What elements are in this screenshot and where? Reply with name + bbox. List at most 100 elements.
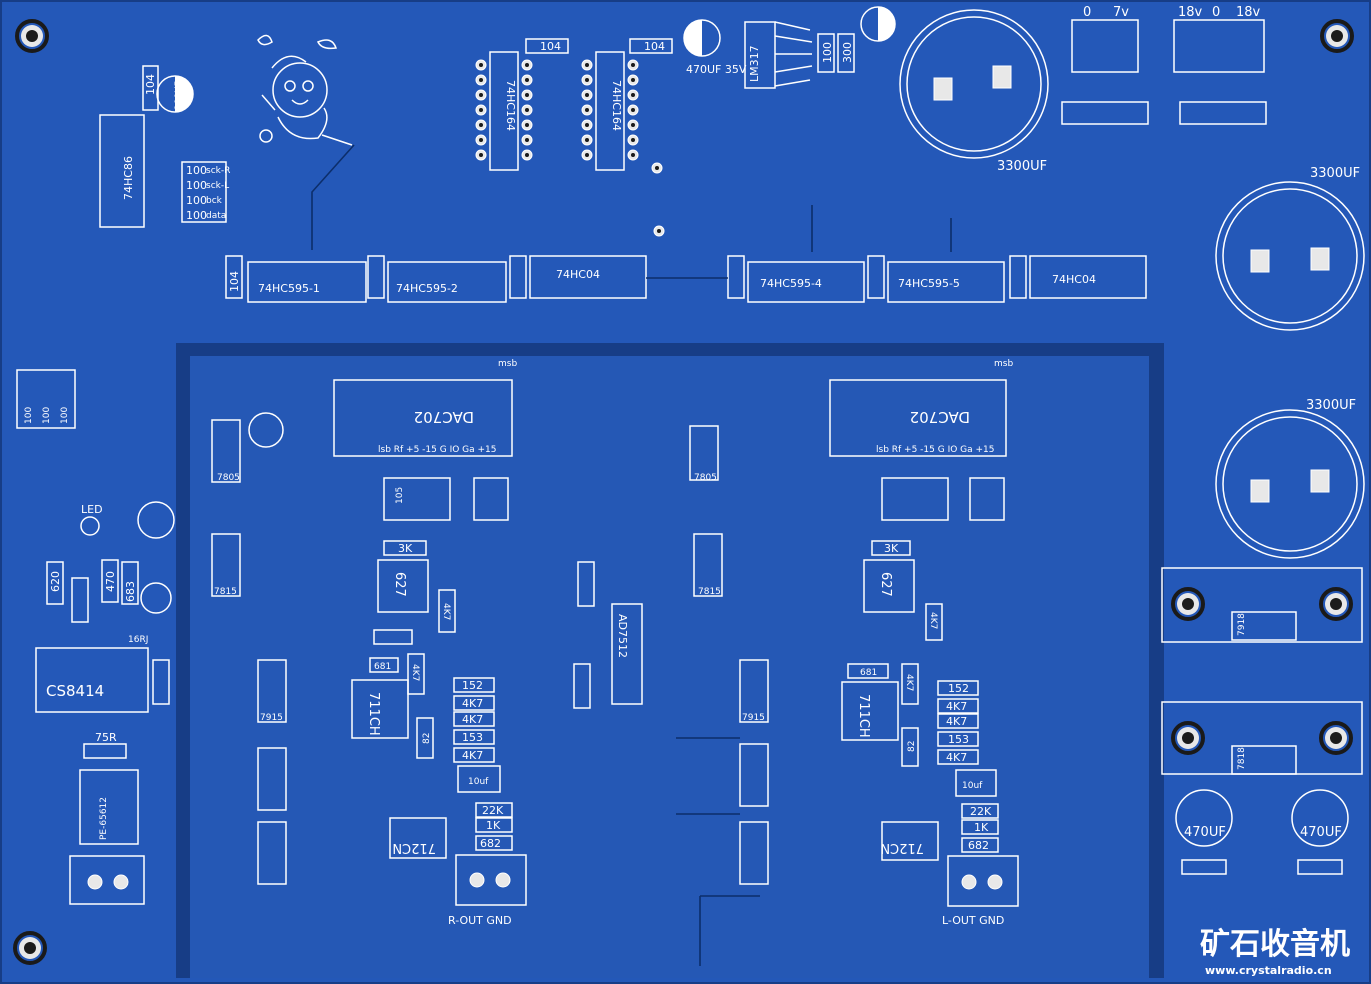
ic-74hc595-5: 74HC595-5 bbox=[898, 277, 960, 290]
res-4k7-l-d: 4K7 bbox=[946, 715, 967, 728]
ic-cs8414: CS8414 bbox=[46, 682, 104, 700]
opamp-711ch-r: 711CH bbox=[366, 692, 381, 736]
res-153-r: 153 bbox=[462, 731, 483, 744]
net-sck-r: sck-R bbox=[206, 166, 230, 176]
dac-r-pins: lsb Rf +5 -15 G IO Ga +15 bbox=[378, 445, 497, 455]
res-100-l1: 100 bbox=[24, 407, 34, 424]
led-label: LED bbox=[81, 503, 103, 516]
dac-l-msb: msb bbox=[994, 359, 1013, 369]
res-4k7-l-e: 4K7 bbox=[946, 751, 967, 764]
reg-l-7815: 7815 bbox=[698, 587, 721, 597]
cap-470uf-35v: 470UF 35V bbox=[686, 63, 747, 76]
cap-104-row1: 104 bbox=[228, 271, 241, 292]
ic-ad7512: AD7512 bbox=[616, 614, 629, 658]
res-16rj: 16RJ bbox=[128, 635, 148, 645]
res-75r: 75R bbox=[95, 731, 117, 744]
conn-b-18v-b: 18v bbox=[1236, 5, 1261, 20]
res-4k7-r-b: 4K7 bbox=[410, 664, 420, 681]
cap-104-b: 104 bbox=[540, 40, 561, 53]
res-1k-l: 1K bbox=[974, 821, 989, 834]
dac-r-msb: msb bbox=[498, 359, 517, 369]
res-4k7-l-b: 4K7 bbox=[904, 674, 914, 691]
reg-r-7915: 7915 bbox=[260, 713, 283, 723]
res-100-lm: 100 bbox=[821, 42, 834, 63]
cap-470uf-l: 470UF bbox=[1184, 825, 1226, 840]
res-4k7-r-c: 4K7 bbox=[462, 697, 483, 710]
res-82-l: 82 bbox=[907, 741, 917, 752]
opamp-712cn-l: 712CN bbox=[880, 840, 924, 855]
r-out-gnd: R-OUT GND bbox=[448, 914, 512, 927]
cap-470uf-r: 470UF bbox=[1300, 825, 1342, 840]
res-100-4: 100 bbox=[186, 209, 207, 222]
cap-3300uf-c: 3300UF bbox=[1306, 398, 1356, 413]
res-681-l: 681 bbox=[860, 668, 877, 678]
cap-105-r1: 105 bbox=[395, 487, 405, 504]
res-3k-r: 3K bbox=[398, 542, 413, 555]
dac-l-pins: lsb Rf +5 -15 G IO Ga +15 bbox=[876, 445, 995, 455]
cap-100uf-a: 100UF bbox=[174, 81, 184, 110]
res-4k7-r-e: 4K7 bbox=[462, 749, 483, 762]
xfmr-pe65612: PE-65612 bbox=[99, 797, 109, 840]
res-1k-r: 1K bbox=[486, 819, 501, 832]
opamp-627-l: 627 bbox=[878, 572, 893, 597]
mount-hole-tl bbox=[15, 19, 49, 53]
conn-b-18v-a: 18v bbox=[1178, 5, 1203, 20]
reg-r-7815: 7815 bbox=[214, 587, 237, 597]
net-data: data bbox=[206, 211, 226, 221]
opamp-712cn-r: 712CN bbox=[392, 840, 436, 855]
ic-74hc595-1: 74HC595-1 bbox=[258, 282, 320, 295]
cap-3300uf-a: 3300UF bbox=[997, 159, 1047, 174]
res-100-2: 100 bbox=[186, 179, 207, 192]
res-100-1: 100 bbox=[186, 164, 207, 177]
res-82-r: 82 bbox=[422, 733, 432, 744]
ic-74hc595-4: 74HC595-4 bbox=[760, 277, 822, 290]
dac-l-chip: DAC702 bbox=[910, 408, 970, 426]
ic-74hc04-a: 74HC04 bbox=[556, 268, 600, 281]
cap-104-c: 104 bbox=[644, 40, 665, 53]
res-153-l: 153 bbox=[948, 733, 969, 746]
opamp-711ch-l: 711CH bbox=[856, 694, 871, 738]
res-100-l3: 100 bbox=[60, 407, 70, 424]
reg-lm317: LM317 bbox=[748, 45, 761, 82]
reg-7918: 7918 bbox=[1237, 613, 1247, 636]
ic-74hc164-a: 74HC164 bbox=[504, 80, 517, 131]
res-682-l: 682 bbox=[968, 839, 989, 852]
res-22k-l: 22K bbox=[970, 805, 992, 818]
inner-plane bbox=[190, 356, 1149, 978]
cap-10uf-r: 10uf bbox=[468, 777, 489, 787]
res-4k7-l-a: 4K7 bbox=[928, 612, 938, 629]
res-683: 683 bbox=[124, 581, 137, 602]
ic-74hc164-b: 74HC164 bbox=[610, 80, 623, 131]
l-out-gnd: L-OUT GND bbox=[942, 914, 1004, 927]
cap-104-a: 104 bbox=[144, 74, 157, 95]
net-bck: bck bbox=[206, 196, 223, 206]
conn-a-0: 0 bbox=[1083, 5, 1091, 20]
res-152-l: 152 bbox=[948, 682, 969, 695]
ic-74hc04-b: 74HC04 bbox=[1052, 273, 1096, 286]
res-22k-r: 22K bbox=[482, 804, 504, 817]
res-4k7-r-a: 4K7 bbox=[441, 603, 451, 620]
dac-r-chip: DAC702 bbox=[414, 408, 474, 426]
conn-b-0: 0 bbox=[1212, 5, 1220, 20]
res-300-lm: 300 bbox=[841, 42, 854, 63]
reg-l-7915: 7915 bbox=[742, 713, 765, 723]
mount-hole-tr bbox=[1320, 19, 1354, 53]
mount-hole-bl bbox=[13, 931, 47, 965]
cap-3300uf-b: 3300UF bbox=[1310, 166, 1360, 181]
res-620: 620 bbox=[49, 571, 62, 592]
res-100-l2: 100 bbox=[42, 407, 52, 424]
reg-r-7805: 7805 bbox=[217, 473, 240, 483]
reg-l-7805: 7805 bbox=[694, 473, 717, 483]
ic-74hc86: 74HC86 bbox=[122, 156, 135, 200]
res-470: 470 bbox=[104, 571, 117, 592]
bird-logo bbox=[257, 34, 353, 146]
watermark-cn: 矿石收音机 bbox=[1200, 927, 1350, 962]
conn-a-7v: 7v bbox=[1113, 5, 1129, 20]
res-152-r: 152 bbox=[462, 679, 483, 692]
res-100-3: 100 bbox=[186, 194, 207, 207]
reg-7818: 7818 bbox=[1237, 747, 1247, 770]
res-3k-l: 3K bbox=[884, 542, 899, 555]
net-sck-l: sck-L bbox=[206, 181, 229, 191]
